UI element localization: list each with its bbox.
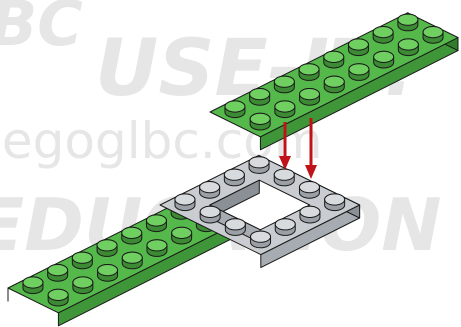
upper-plate-stud — [398, 39, 418, 56]
lower-plate-stud — [146, 215, 166, 232]
lower-plate-stud — [147, 240, 167, 257]
lower-plate-stud — [48, 289, 68, 306]
frame-stud — [251, 231, 271, 248]
upper-plate-stud — [250, 113, 270, 130]
lower-plate-stud — [122, 252, 142, 269]
lower-plate-stud — [72, 252, 92, 269]
frame-stud — [175, 194, 195, 211]
frame-stud — [224, 169, 244, 186]
upper-plate-stud — [349, 64, 369, 81]
upper-plate-stud — [300, 89, 320, 106]
lower-plate-stud — [172, 227, 192, 244]
upper-plate-stud — [274, 76, 294, 93]
lower-plate-stud — [97, 240, 117, 257]
upper-plate-stud — [299, 64, 319, 81]
upper-plate-stud — [398, 14, 418, 31]
upper-plate-stud — [324, 76, 344, 93]
frame-stud — [299, 182, 319, 199]
upper-plate-stud — [324, 51, 344, 68]
frame-stud — [274, 169, 294, 186]
lower-plate-stud — [48, 265, 68, 282]
lower-plate-stud — [122, 227, 142, 244]
frame-stud — [300, 206, 320, 223]
upper-plate-stud — [374, 51, 394, 68]
upper-plate-stud — [348, 39, 368, 56]
frame-stud — [249, 157, 269, 174]
frame-stud — [225, 219, 245, 236]
frame-stud — [325, 194, 345, 211]
upper-plate-stud — [250, 89, 270, 106]
upper-plate-stud — [423, 26, 443, 43]
frame-stud — [275, 219, 295, 236]
lower-plate-stud — [23, 277, 43, 294]
frame-stud — [200, 206, 220, 223]
upper-plate-stud — [373, 26, 393, 43]
upper-plate-stud — [225, 101, 245, 118]
lower-plate-stud — [98, 265, 118, 282]
upper-plate-stud — [275, 101, 295, 118]
frame-stud — [200, 182, 220, 199]
watermark-line1: BC — [0, 0, 83, 60]
lower-plate-stud — [73, 277, 93, 294]
